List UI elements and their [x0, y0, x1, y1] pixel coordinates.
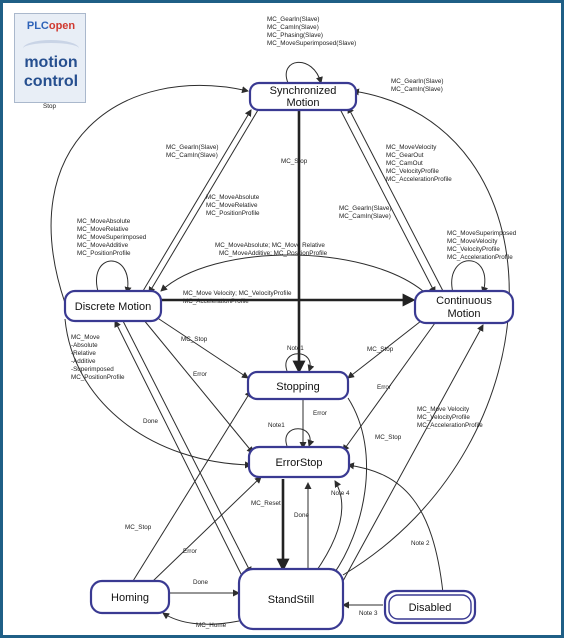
- state-errorstop[interactable]: ErrorStop: [247, 445, 351, 479]
- edge-cont-to-errorstop: [342, 322, 436, 452]
- label-note1-errorstop: Note1: [268, 422, 285, 429]
- label-sync-to-disc: MC_MoveAbsolute MC_MoveRelative MC_Posit…: [206, 194, 261, 217]
- edge-stopping-self: [285, 353, 315, 372]
- label-cont-to-sync: MC_GearIn(Slave) MC_CamIn(Slave): [339, 205, 393, 220]
- edge-sync-to-cont: [339, 108, 436, 294]
- label-error-cont: Error: [377, 384, 391, 391]
- label-error-stopping: Error: [313, 410, 327, 417]
- label-disc-self: MC_MoveAbsolute MC_MoveRelative MC_MoveS…: [77, 218, 148, 257]
- label-error-disc: Error: [193, 371, 207, 378]
- label-note3: Note 3: [359, 610, 378, 617]
- edge-stopping-to-standstill: [332, 397, 367, 576]
- logo-swirl-icon: [23, 40, 79, 57]
- edge-disc-to-stopping: [152, 314, 249, 379]
- label-to-sync-right: MC_GearIn(Slave) MC_CamIn(Slave): [391, 78, 445, 93]
- state-stopping[interactable]: Stopping: [246, 370, 350, 401]
- edge-cont-to-disc: [160, 254, 424, 292]
- label-cont-self: MC_MoveSuperimposed MC_MoveVelocity MC_V…: [447, 230, 518, 261]
- edge-standstill-to-homing: [162, 612, 240, 625]
- edge-cont-self: [451, 260, 488, 294]
- label-cont-mcstop: MC_Stop: [367, 346, 394, 353]
- edge-sync-self: [285, 61, 323, 84]
- state-homing[interactable]: Homing: [89, 579, 171, 615]
- transition-labels: MC_GearIn(Slave) MC_CamIn(Slave) MC_Phas…: [43, 16, 518, 629]
- state-disabled[interactable]: Disabled: [383, 589, 477, 625]
- label-disc-mcstop: MC_Stop: [181, 336, 208, 343]
- edge-standstill-to-disc: [114, 320, 244, 579]
- logo-motion-text: motion: [24, 54, 78, 71]
- svg-text:Discrete Motion: Discrete Motion: [75, 301, 151, 313]
- svg-text:ErrorStop: ErrorStop: [275, 457, 322, 469]
- edge-errorstop-self: [285, 428, 315, 447]
- logo-control-text: control: [23, 73, 79, 90]
- svg-text:StandStill: StandStill: [268, 594, 314, 606]
- label-standstill-to-cont: MC_Move Velocity MC_VelocityProfile MC_A…: [417, 406, 483, 429]
- label-mc-stop-right: MC_Stop: [375, 434, 402, 441]
- label-disc-to-cont: MC_Move Velocity; MC_VelocityProfile MC_…: [183, 290, 293, 305]
- label-sync-mcstop: MC_Stop: [281, 158, 308, 165]
- svg-text:Homing: Homing: [111, 592, 149, 604]
- label-sync-to-disc-in: MC_GearIn(Slave) MC_CamIn(Slave): [166, 144, 220, 159]
- state-continuous-motion[interactable]: Continuous Motion: [413, 289, 515, 325]
- label-cont-to-disc: MC_MoveAbsolute; MC_Move Relative MC_Mov…: [215, 242, 328, 257]
- edge-homing-to-stopping: [132, 390, 252, 582]
- logo-plcopen-text: PLCopen: [26, 20, 76, 32]
- transition-edges: [50, 61, 510, 625]
- state-synchronized-motion[interactable]: Synchronized Motion: [248, 81, 358, 112]
- label-homing-error: Error: [183, 548, 197, 555]
- label-done-errorstop: Done: [294, 512, 310, 519]
- svg-text:Stopping: Stopping: [276, 381, 319, 393]
- svg-text:Continuous: Continuous: [436, 295, 492, 307]
- label-homing-mcstop: MC_Stop: [125, 524, 152, 531]
- edge-disabled-to-errorstop: [347, 462, 444, 594]
- svg-text:Motion: Motion: [447, 308, 480, 320]
- edge-disc-error-curve: [64, 318, 252, 469]
- edge-cont-to-stopping: [347, 320, 422, 379]
- svg-text:Synchronized: Synchronized: [270, 85, 337, 97]
- label-mc-reset: MC_Reset: [251, 500, 281, 507]
- edge-cont-to-sync: [347, 106, 444, 292]
- edge-sync-to-disc: [148, 109, 259, 294]
- plcopen-motion-control-logo: PLCopen motion control: [14, 13, 86, 103]
- state-diagram: MC_GearIn(Slave) MC_CamIn(Slave) MC_Phas…: [43, 16, 518, 631]
- edge-note4: [314, 480, 343, 574]
- label-sync-self: MC_GearIn(Slave) MC_CamIn(Slave) MC_Phas…: [267, 16, 356, 47]
- label-mc-home: MC_Home: [196, 622, 227, 629]
- edge-disc-to-errorstop: [142, 318, 254, 454]
- edge-disc-self: [96, 260, 132, 296]
- svg-text:Disabled: Disabled: [409, 602, 452, 614]
- label-homing-done: Done: [193, 579, 209, 586]
- label-standstill-to-disc: MC_Move -Absolute -Relative -Additive -S…: [71, 334, 125, 381]
- edge-disc-to-sync-2: [142, 109, 252, 292]
- edge-disc-to-sync: [50, 85, 249, 304]
- label-stop: Stop: [43, 103, 56, 110]
- label-note1-stopping: Note1: [287, 345, 304, 352]
- label-done-disc: Done: [143, 418, 159, 425]
- state-discrete-motion[interactable]: Discrete Motion: [63, 289, 163, 323]
- svg-text:Motion: Motion: [286, 97, 319, 109]
- edge-disc-to-standstill: [122, 320, 252, 574]
- edge-homing-to-errorstop: [152, 476, 262, 582]
- label-note4: Note 4: [331, 490, 350, 497]
- label-sync-to-cont: MC_MoveVelocity MC_GearOut MC_CamOut MC_…: [386, 144, 452, 183]
- state-standstill[interactable]: StandStill: [237, 567, 345, 631]
- label-note2: Note 2: [411, 540, 430, 547]
- edge-standstill-to-cont: [342, 324, 484, 582]
